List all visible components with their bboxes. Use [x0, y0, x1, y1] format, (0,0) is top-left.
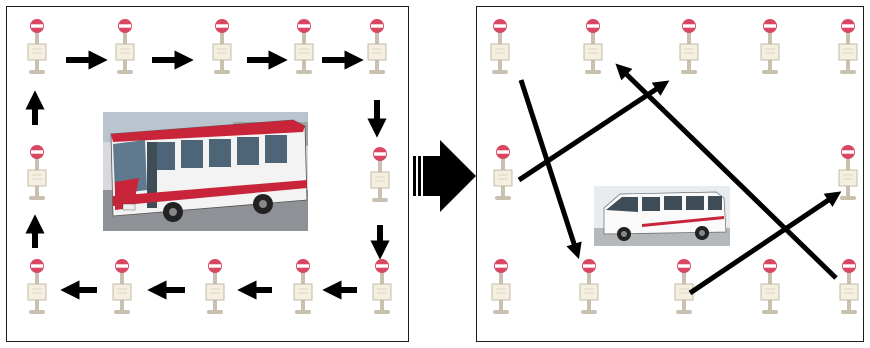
- bus-stop-icon: [205, 259, 225, 314]
- demand-route-panel: [476, 6, 864, 342]
- bus-stop-icon: [579, 259, 599, 314]
- demand-minibus-photo: [594, 186, 730, 246]
- bus-stop-icon: [838, 145, 858, 200]
- fixed-route-arrows: [25, 50, 390, 300]
- bus-stop-icon: [212, 19, 232, 74]
- bus-stop-icon: [760, 259, 780, 314]
- fixed-route-bus-stops: [27, 19, 392, 314]
- demand-route-bus-stops: [490, 19, 859, 314]
- bus-stop-icon: [294, 19, 314, 74]
- bus-stop-icon: [679, 19, 699, 74]
- bus-stop-icon: [839, 259, 859, 314]
- bus-stop-icon: [372, 259, 392, 314]
- demand-route-arrows: [517, 63, 842, 296]
- bus-stop-icon: [293, 259, 313, 314]
- bus-stop-icon: [491, 259, 511, 314]
- route-bus-photo: [103, 112, 308, 231]
- bus-stop-icon: [370, 147, 390, 202]
- bus-stop-icon: [27, 145, 47, 200]
- bus-stop-icon: [493, 145, 513, 200]
- bus-stop-icon: [27, 259, 47, 314]
- arrow-stop-to-bottom: [518, 79, 582, 260]
- big-right-arrow-icon: [413, 140, 476, 212]
- bus-stop-icon: [838, 19, 858, 74]
- arrow-left-to-top: [517, 80, 670, 183]
- bus-stop-icon: [674, 259, 694, 314]
- arrow-bottom-right-to-top: [615, 63, 838, 280]
- bus-stop-icon: [115, 19, 135, 74]
- arrow-bottom-to-right: [688, 191, 842, 296]
- bus-stop-icon: [112, 259, 132, 314]
- bus-stop-icon: [27, 19, 47, 74]
- bus-stop-icon: [367, 19, 387, 74]
- bus-stop-icon: [760, 19, 780, 74]
- bus-stop-icon: [583, 19, 603, 74]
- bus-stop-icon: [490, 19, 510, 74]
